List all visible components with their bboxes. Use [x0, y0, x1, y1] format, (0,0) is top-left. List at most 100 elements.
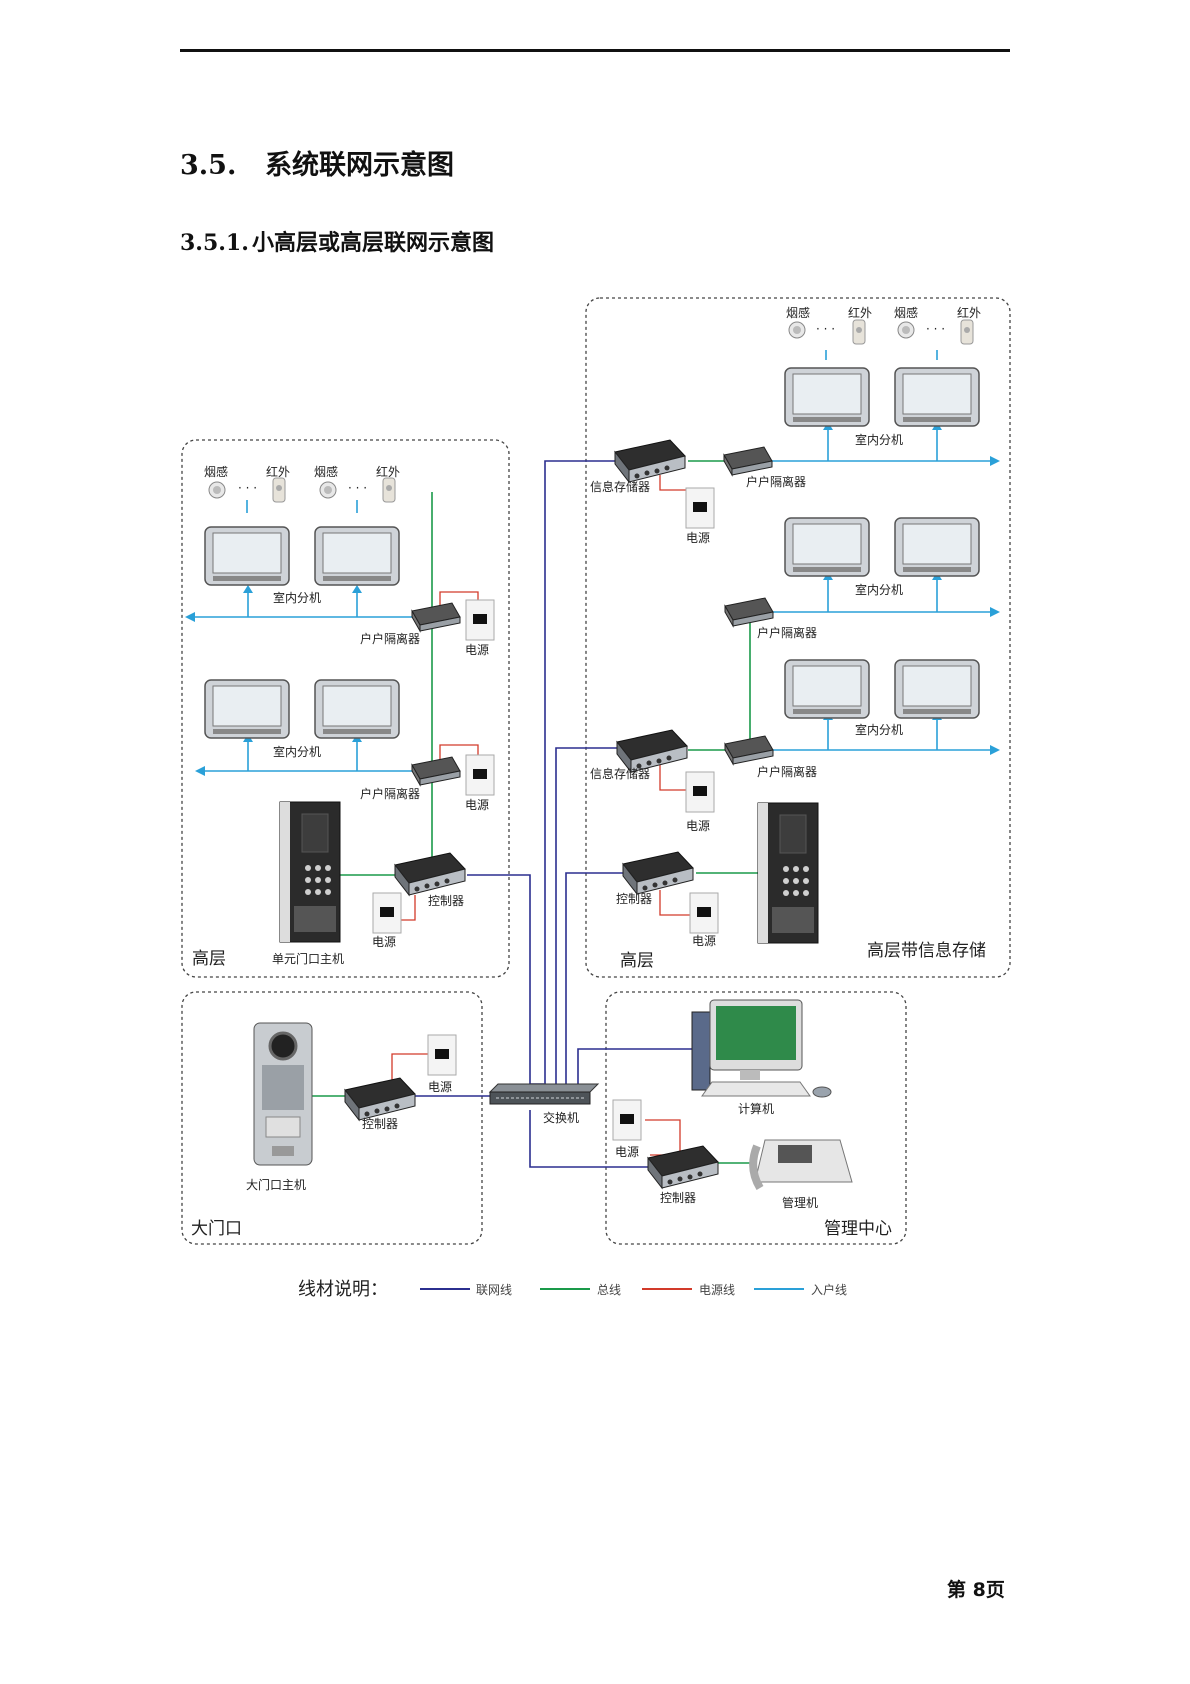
- indoor-monitor-icon: [784, 659, 870, 719]
- controller-icon: [622, 851, 694, 895]
- label-info-storage: 信息存储器: [590, 766, 650, 781]
- label-infrared: 红外: [848, 305, 872, 320]
- label-isolator: 户户隔离器: [746, 474, 806, 489]
- infrared-sensor-icon: [272, 477, 286, 503]
- label-unit-door-station: 单元门口主机: [272, 951, 344, 966]
- legend-title: 线材说明：: [298, 1279, 388, 1300]
- label-info-storage: 信息存储器: [590, 479, 650, 494]
- legend-label-power: 电源线: [699, 1283, 735, 1297]
- label-isolator: 户户隔离器: [757, 764, 817, 779]
- label-power: 电源: [615, 1145, 639, 1159]
- power-supply-icon: [612, 1099, 642, 1141]
- smoke-detector-icon: [788, 321, 806, 339]
- section-title: 系统联网示意图: [265, 150, 454, 181]
- power-supply-icon: [427, 1034, 457, 1076]
- ellipsis-dots: · · ·: [926, 322, 945, 336]
- label-indoor-unit: 室内分机: [273, 590, 321, 605]
- label-computer: 计算机: [738, 1101, 774, 1116]
- label-infrared: 红外: [266, 464, 290, 479]
- section-number: 3.5.: [180, 150, 237, 181]
- label-switch: 交换机: [543, 1110, 579, 1125]
- label-smoke: 烟感: [204, 464, 228, 479]
- label-isolator: 户户隔离器: [360, 786, 420, 801]
- power-supply-icon: [372, 892, 402, 934]
- label-power: 电源: [686, 819, 710, 833]
- subsection-title: 小高层或高层联网示意图: [252, 230, 495, 256]
- label-controller: 控制器: [660, 1191, 696, 1205]
- indoor-monitor-icon: [204, 526, 290, 586]
- zone-label-left: 高层: [192, 949, 226, 969]
- ellipsis-dots: · · ·: [816, 322, 835, 336]
- label-smoke: 烟感: [314, 464, 338, 479]
- infrared-sensor-icon: [852, 319, 866, 345]
- switch-icon: [488, 1083, 600, 1105]
- ellipsis-dots: · · ·: [238, 481, 257, 495]
- info-storage-icon: [616, 729, 688, 773]
- label-indoor-unit: 室内分机: [855, 432, 903, 447]
- indoor-monitor-icon: [204, 679, 290, 739]
- label-smoke: 烟感: [894, 305, 918, 320]
- drop-lines: [195, 350, 990, 772]
- infrared-sensor-icon: [960, 319, 974, 345]
- smoke-detector-icon: [319, 481, 337, 499]
- isolator-icon: [724, 735, 774, 765]
- label-power: 电源: [692, 934, 716, 948]
- label-power: 电源: [686, 531, 710, 545]
- label-controller: 控制器: [616, 892, 652, 906]
- zone-label-right: 高层: [620, 951, 654, 971]
- manager-unit-icon: [749, 1139, 853, 1191]
- isolator-icon: [411, 602, 461, 632]
- isolator-icon: [411, 756, 461, 786]
- label-infrared: 红外: [957, 305, 981, 320]
- indoor-monitor-icon: [314, 679, 400, 739]
- label-isolator: 户户隔离器: [360, 631, 420, 646]
- controller-icon: [647, 1145, 719, 1189]
- label-power: 电源: [465, 643, 489, 657]
- indoor-monitor-icon: [784, 367, 870, 427]
- ellipsis-dots: · · ·: [348, 481, 367, 495]
- info-storage-icon: [614, 439, 686, 483]
- zone-gate: [181, 991, 483, 1245]
- gate-station-icon: [253, 1022, 313, 1166]
- power-lines: [391, 475, 690, 1156]
- indoor-monitor-icon: [894, 659, 980, 719]
- page-number: 第 8页: [947, 1579, 1005, 1601]
- power-supply-icon: [465, 754, 495, 796]
- subsection-heading: 3.5.1.小高层或高层联网示意图: [180, 225, 494, 257]
- label-smoke: 烟感: [786, 305, 810, 320]
- legend-label-drop: 入户线: [811, 1282, 847, 1297]
- zone-label-right-storage: 高层带信息存储: [867, 941, 986, 961]
- power-supply-icon: [685, 771, 715, 813]
- label-gate-station: 大门口主机: [246, 1177, 306, 1192]
- isolator-icon: [723, 446, 773, 476]
- smoke-detector-icon: [897, 321, 915, 339]
- label-indoor-unit: 室内分机: [855, 582, 903, 597]
- power-supply-icon: [685, 487, 715, 529]
- unit-door-station-icon: [757, 802, 819, 944]
- label-indoor-unit: 室内分机: [273, 744, 321, 759]
- label-indoor-unit: 室内分机: [855, 722, 903, 737]
- label-power: 电源: [465, 798, 489, 812]
- label-power: 电源: [428, 1080, 452, 1094]
- label-infrared: 红外: [376, 464, 400, 479]
- controller-icon: [394, 852, 466, 896]
- zone-label-management: 管理中心: [824, 1219, 892, 1239]
- subsection-number: 3.5.1.: [180, 230, 249, 256]
- unit-door-station-icon: [279, 801, 341, 943]
- indoor-monitor-icon: [784, 517, 870, 577]
- label-controller: 控制器: [428, 894, 464, 908]
- section-heading: 3.5. 系统联网示意图: [180, 143, 454, 182]
- smoke-detector-icon: [208, 481, 226, 499]
- header-rule: [180, 49, 1010, 52]
- zone-label-gate: 大门口: [191, 1219, 242, 1239]
- indoor-monitor-icon: [894, 367, 980, 427]
- label-controller: 控制器: [362, 1117, 398, 1131]
- indoor-monitor-icon: [314, 526, 400, 586]
- label-power: 电源: [372, 935, 396, 949]
- computer-icon: [691, 999, 832, 1098]
- label-isolator: 户户隔离器: [757, 625, 817, 640]
- isolator-icon: [724, 597, 774, 627]
- legend-label-network: 联网线: [476, 1283, 512, 1297]
- power-supply-icon: [689, 892, 719, 934]
- controller-icon: [344, 1077, 416, 1121]
